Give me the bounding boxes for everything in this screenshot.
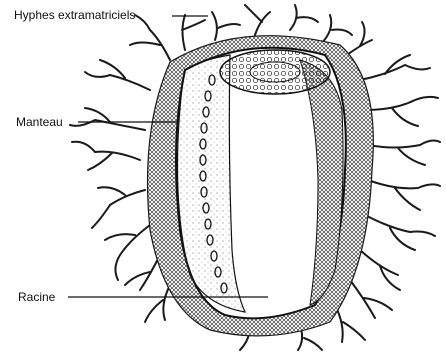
label-extramatrical-hyphae: Hyphes extramatriciels [14,8,135,22]
label-root: Racine [18,290,55,304]
root-cross-section [220,50,330,94]
label-mantle: Manteau [16,115,63,129]
